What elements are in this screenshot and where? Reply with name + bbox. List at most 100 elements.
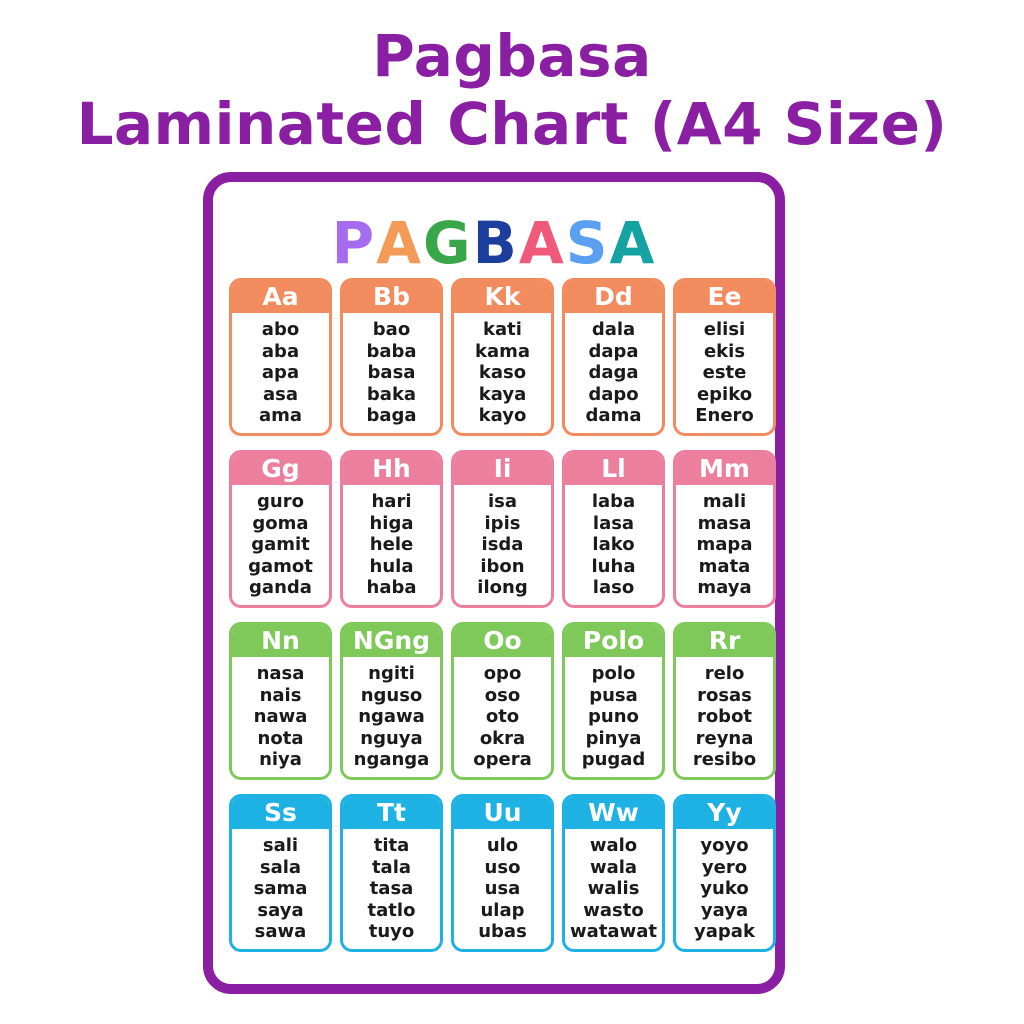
word-item: lasa — [592, 512, 635, 534]
word-item: opera — [473, 749, 532, 770]
letter-card-header: Ii — [454, 453, 551, 485]
word-item: nawa — [253, 706, 308, 727]
word-item: gamot — [248, 555, 313, 577]
word-item: laba — [591, 491, 636, 512]
word-item: kaya — [478, 383, 527, 405]
word-item: nguya — [360, 727, 423, 749]
word-item: nasa — [256, 663, 305, 684]
word-item: nais — [259, 684, 302, 706]
word-item: walo — [589, 835, 638, 856]
chart-heading: PAGBASA — [213, 210, 775, 276]
word-item: isda — [481, 534, 524, 555]
chart-heading-letter: A — [518, 209, 566, 277]
word-item: walis — [587, 878, 640, 899]
word-item: yuko — [700, 878, 749, 899]
word-item: ganda — [249, 577, 312, 598]
word-item: uso — [484, 856, 521, 878]
word-item: lako — [592, 534, 635, 555]
letter-card-header: Ee — [676, 281, 773, 313]
chart-heading-letter: B — [472, 209, 519, 277]
word-item: pusa — [589, 684, 638, 706]
word-item: haba — [366, 577, 417, 598]
word-item: baba — [366, 340, 417, 362]
word-item: polo — [591, 663, 636, 684]
chart-heading-letter: A — [376, 209, 423, 277]
word-item: ulap — [480, 899, 525, 921]
word-item: ulo — [486, 835, 519, 856]
word-item: tala — [371, 856, 412, 878]
word-item: yoyo — [700, 835, 749, 856]
word-item: ama — [258, 405, 303, 426]
word-item: higa — [369, 512, 414, 534]
word-item: baka — [366, 383, 417, 405]
letter-card-header: Mm — [676, 453, 773, 485]
letter-card-header: Tt — [343, 797, 440, 829]
letter-card-header: Rr — [676, 625, 773, 657]
word-item: Enero — [695, 405, 754, 426]
word-item: kama — [474, 340, 531, 362]
product-title-line2: Laminated Chart (A4 Size) — [76, 90, 948, 158]
word-item: usa — [484, 878, 521, 899]
word-item: ubas — [478, 921, 527, 942]
word-item: ilong — [477, 577, 528, 598]
word-item: basa — [367, 362, 416, 383]
chart-heading-letter: S — [565, 209, 610, 277]
word-item: rosas — [697, 684, 752, 706]
word-item: sama — [253, 878, 308, 899]
word-item: kaso — [478, 362, 527, 383]
word-item: elisi — [703, 319, 746, 340]
word-item: oso — [484, 684, 521, 706]
word-item: mata — [698, 555, 751, 577]
word-item: kati — [483, 319, 522, 340]
word-item: laso — [592, 577, 635, 598]
word-item: wasto — [583, 899, 644, 921]
word-item: dala — [591, 319, 636, 340]
letter-card-header: Bb — [343, 281, 440, 313]
word-item: guro — [257, 491, 304, 512]
word-item: nota — [257, 727, 304, 749]
word-item: mapa — [696, 534, 753, 555]
word-item: asa — [262, 383, 298, 405]
word-item: hari — [371, 491, 412, 512]
word-item: luha — [591, 555, 636, 577]
word-item: ngiti — [368, 663, 415, 684]
chart-heading-letter: A — [609, 209, 657, 277]
word-item: abo — [261, 319, 300, 340]
word-item: ngawa — [358, 706, 425, 727]
word-item: nguso — [360, 684, 423, 706]
word-item: relo — [704, 663, 745, 684]
word-item: pugad — [581, 749, 646, 770]
word-item: tuyo — [368, 921, 415, 942]
letter-card-header: Ll — [565, 453, 662, 485]
word-item: dapo — [588, 383, 639, 405]
word-item: epiko — [696, 383, 753, 405]
word-item: nganga — [353, 749, 430, 770]
product-title-line1: Pagbasa — [372, 22, 652, 90]
